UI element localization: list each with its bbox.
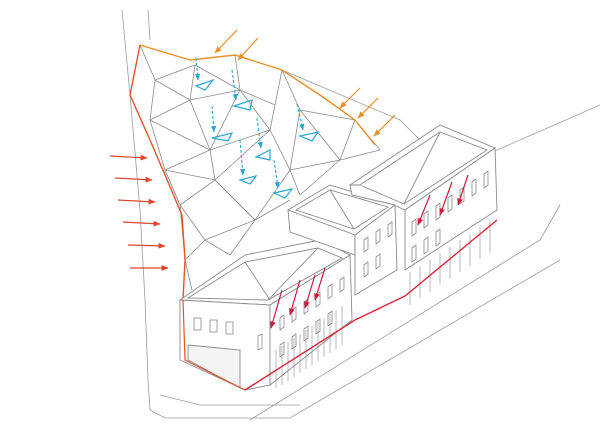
- skylights: [194, 78, 320, 199]
- window-arrow-icon: [270, 289, 283, 329]
- wind-arrows: [109, 154, 169, 271]
- left-side-windows: [257, 276, 345, 358]
- triangle-skylight-icon: [211, 132, 234, 142]
- wind-arrow-icon: [127, 242, 166, 249]
- window-arrow-icon: [457, 174, 469, 206]
- faceted-roof-canopy: [139, 44, 381, 291]
- sun-arrow-icon: [339, 87, 361, 109]
- building-left-block: [178, 239, 353, 391]
- sun-arrow-icon: [237, 37, 259, 61]
- canopy-north-edge: [139, 44, 376, 146]
- right-block-windows: [411, 170, 489, 263]
- sun-arrows: [214, 29, 396, 137]
- light-arrow-icon: [296, 103, 305, 131]
- triangle-skylight-icon: [194, 78, 215, 91]
- wind-arrow-icon: [114, 176, 153, 183]
- window-arrow-icon: [314, 267, 326, 301]
- window-arrow-icon: [439, 181, 453, 216]
- sun-arrow-icon: [373, 114, 396, 137]
- skylight-light-arrows: [194, 57, 305, 189]
- canopy-west-edge: [129, 44, 186, 301]
- sun-arrow-icon: [357, 97, 379, 119]
- light-arrow-icon: [273, 159, 280, 189]
- triangle-skylight-icon: [238, 175, 258, 185]
- light-arrow-icon: [210, 105, 217, 133]
- wind-arrow-icon: [117, 198, 156, 205]
- light-arrow-icon: [194, 57, 201, 81]
- street-edge-line: [244, 219, 498, 391]
- window-light-arrows: [270, 174, 469, 329]
- left-gable-windows: [193, 317, 234, 335]
- window-arrow-icon: [304, 274, 316, 309]
- triangle-skylight-icon: [298, 131, 320, 142]
- light-arrow-icon: [239, 139, 246, 176]
- light-arrow-icon: [256, 117, 263, 149]
- wind-arrow-icon: [122, 220, 161, 227]
- window-arrow-icon: [289, 279, 301, 316]
- left-block-base-line: [182, 299, 246, 391]
- middle-block-windows: [363, 221, 393, 278]
- sun-arrow-icon: [214, 29, 238, 54]
- triangle-skylight-icon: [231, 99, 253, 111]
- light-arrow-icon: [231, 69, 238, 101]
- window-arrow-icon: [417, 194, 431, 226]
- wind-arrow-icon: [109, 154, 148, 161]
- triangle-skylight-icon: [272, 188, 294, 199]
- triangle-skylight-icon: [254, 149, 271, 161]
